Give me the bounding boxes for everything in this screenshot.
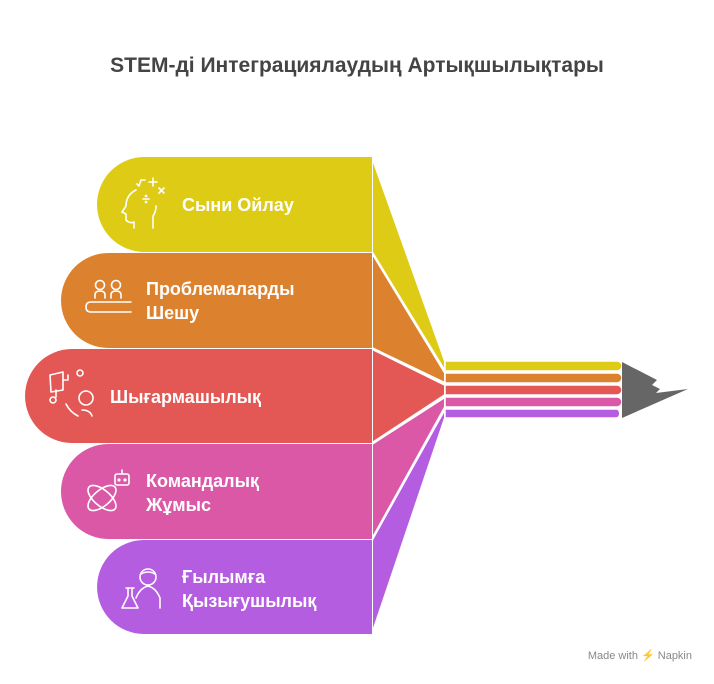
- row-problem-solving: [61, 253, 373, 348]
- pencil-strip-teamwork: [444, 396, 623, 408]
- row-creativity: [25, 349, 373, 443]
- thinking-head-math-icon: [121, 177, 165, 229]
- people-at-table-icon: [85, 279, 132, 313]
- pencil-strip-critical-thinking: [444, 360, 623, 372]
- pencil-strip-creativity: [444, 384, 623, 396]
- row-science-interest: [97, 540, 372, 634]
- pencil-strip-problem-solving: [444, 372, 623, 384]
- creative-person-idea-icon: [49, 369, 94, 417]
- scientist-flask-icon: [121, 568, 161, 609]
- robot-atom-icon: [87, 469, 130, 512]
- item-label-critical-thinking: Сыни Ойлау: [182, 195, 294, 215]
- item-label-science-interest-2: Қызығушылық: [182, 591, 317, 611]
- pencil-tip: [622, 362, 688, 418]
- item-label-problem-solving-1: Проблемаларды: [146, 279, 294, 299]
- pencil-strip-science-interest: [444, 408, 621, 419]
- item-label-science-interest-1: Ғылымға: [182, 567, 266, 587]
- item-label-creativity: Шығармашылық: [110, 387, 262, 407]
- item-label-problem-solving-2: Шешу: [146, 303, 199, 323]
- row-critical-thinking: [97, 157, 373, 252]
- row-teamwork: [61, 444, 373, 539]
- item-label-teamwork-2: Жұмыс: [145, 495, 211, 515]
- page-title: STEM-ді Интеграциялаудың Артықшылықтары: [110, 54, 604, 77]
- item-label-teamwork-1: Командалық: [146, 471, 260, 491]
- made-with-napkin-footer: Made with ⚡ Napkin: [587, 650, 692, 662]
